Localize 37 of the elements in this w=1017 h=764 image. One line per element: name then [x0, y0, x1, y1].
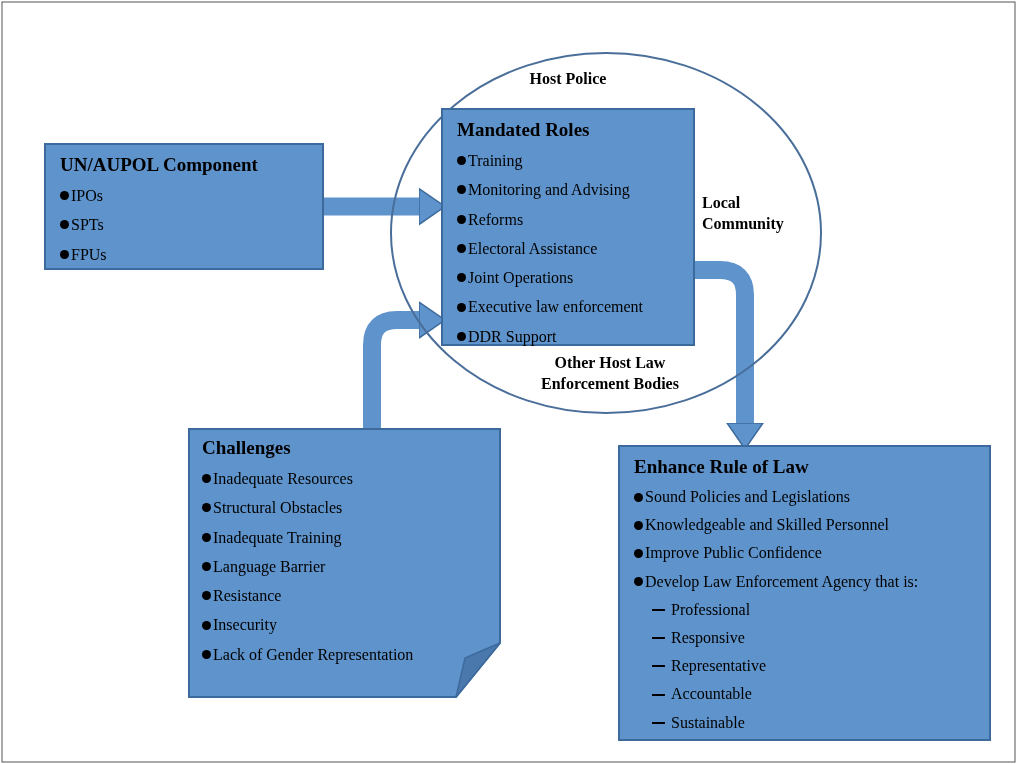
list-item: Inadequate Training [213, 527, 342, 549]
list-item: Reforms [468, 209, 524, 230]
box-heading: UN/AUPOL Component [60, 154, 258, 175]
list-item: FPUs [71, 244, 107, 265]
list-item: Knowledgeable and Skilled Personnel [645, 515, 889, 536]
content-box [441, 108, 695, 346]
list-item: Monitoring and Advising [468, 180, 630, 201]
list-item: Accountable [671, 684, 752, 705]
list-item: Responsive [671, 628, 745, 649]
box-heading: Challenges [202, 437, 291, 458]
list-item: Language Barrier [213, 556, 326, 578]
box-heading: Mandated Roles [457, 119, 590, 140]
list-item: Representative [671, 656, 767, 677]
list-item: Sustainable [671, 712, 745, 733]
list-item: Develop Law Enforcement Agency that is: [645, 571, 919, 593]
list-item: Lack of Gender Representation [213, 644, 414, 666]
content-box [618, 445, 991, 741]
list-item: Sound Policies and Legislations [645, 487, 850, 508]
region-label: Host Police [528, 69, 608, 89]
list-item: Insecurity [213, 615, 277, 636]
list-item: Executive law enforcement [468, 297, 644, 318]
content-box [188, 428, 501, 698]
region-label: Local Community [702, 193, 785, 234]
list-item: Resistance [213, 586, 282, 607]
box-heading: Enhance Rule of Law [634, 456, 809, 477]
list-item: DDR Support [468, 326, 557, 348]
list-item: Professional [671, 599, 751, 620]
region-label: Other Host Law Enforcement Bodies [540, 353, 680, 394]
list-item: Improve Public Confidence [645, 543, 822, 564]
list-item: Structural Obstacles [213, 498, 343, 519]
list-item: Electoral Assistance [468, 238, 598, 259]
list-item: Joint Operations [468, 268, 574, 289]
content-box [44, 143, 324, 270]
list-item: Training [468, 151, 523, 172]
list-item: SPTs [71, 215, 104, 236]
list-item: Inadequate Resources [213, 469, 353, 490]
list-item: IPOs [71, 186, 103, 206]
